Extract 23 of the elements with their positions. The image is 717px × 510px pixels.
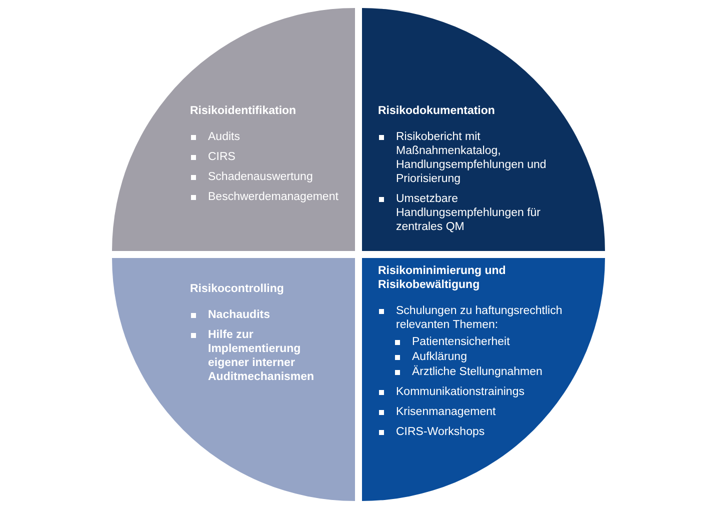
quadrant-segment (362, 258, 605, 501)
list-item-text: CIRS-Workshops (396, 425, 485, 439)
list-item-text: Schadenauswertung (208, 170, 313, 184)
quadrant-segment (362, 8, 605, 251)
list-item-text: Audits (208, 130, 240, 144)
list-item-text: CIRS (208, 150, 236, 164)
list-item-text: Hilfe zur Implementierung eigener interner Auditmechanismen (208, 328, 316, 384)
quadrant-heading: Risikocontrolling (190, 282, 285, 296)
list-item-text: Ärztliche Stellungnahmen (412, 365, 542, 379)
list-item-text: Schulungen zu haftungsrechtlich relevanten Themen: (396, 304, 564, 332)
quadrant-heading: Risikodokumentation (378, 104, 496, 118)
list-item-text: Beschwerdemanagement (208, 190, 338, 204)
list-item-text: Patientensicherheit (412, 335, 510, 349)
quadrant-heading: Risikominimierung und Risikobewältigung (378, 264, 507, 292)
list-item-text: Umsetzbare Handlungsempfehlungen für zentrales QM (396, 192, 542, 234)
quadrant-segment (112, 8, 355, 251)
list-item-text: Nachaudits (208, 308, 270, 322)
list-item-text: Kommunikationstrainings (396, 385, 524, 399)
quadrant-segment (112, 258, 355, 501)
list-item-text: Krisenmanagement (396, 405, 496, 419)
list-item-text: Risikobericht mit Maßnahmenkatalog, Handlungsempfehlungen und Priorisierung (396, 130, 548, 186)
list-item-text: Aufklärung (412, 350, 467, 364)
quadrant-heading: Risikoidentifikation (190, 104, 298, 118)
